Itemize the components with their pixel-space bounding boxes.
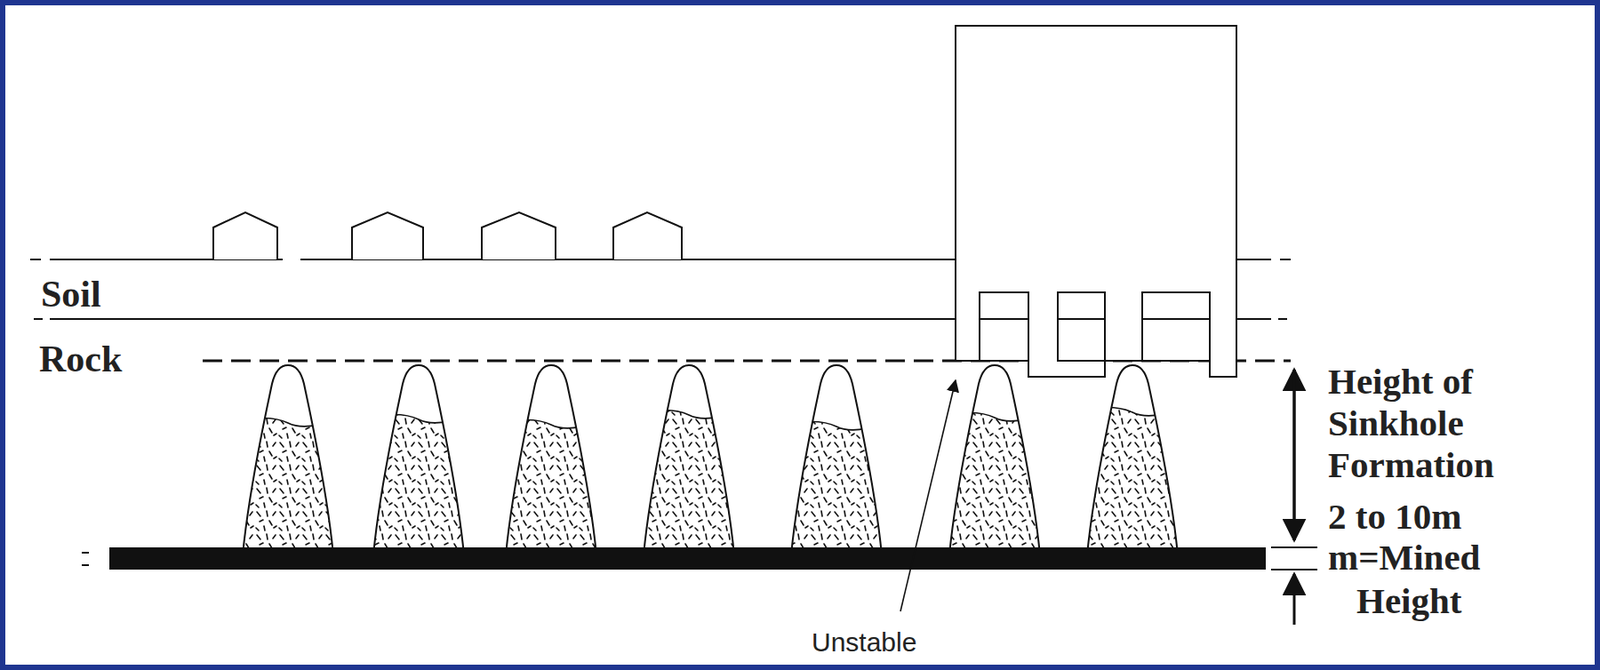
- coal-pillar: [497, 365, 605, 569]
- collapsed-rubble: [635, 409, 743, 569]
- dimension-value: 2 to 10m: [1328, 496, 1462, 537]
- coal-pillar: [234, 365, 342, 569]
- dimension-note: Height: [1356, 581, 1462, 622]
- coal-pillar: [941, 365, 1048, 569]
- house: [213, 212, 278, 260]
- coal-seam: [81, 547, 1266, 570]
- dimension-label: Sinkhole: [1328, 403, 1464, 444]
- layer-label: Soil: [40, 273, 102, 315]
- houses: [213, 212, 682, 260]
- house: [613, 212, 682, 260]
- coal-pillars: [234, 365, 1186, 569]
- coal-pillar: [783, 365, 890, 569]
- leader-line: [900, 380, 956, 612]
- coal-pillar: [365, 365, 472, 569]
- height-dimension: [1271, 369, 1318, 625]
- dimension-label: Height of: [1328, 361, 1473, 402]
- house: [481, 212, 556, 260]
- collapsed-rubble: [1079, 407, 1186, 569]
- large-building: [955, 25, 1237, 377]
- soil-rock-boundary: [33, 318, 1288, 320]
- dimension-note: m=Mined: [1328, 537, 1480, 578]
- callout-label: Unstable: [811, 627, 917, 657]
- coal-pillar: [635, 365, 743, 569]
- house: [352, 212, 424, 260]
- coal-pillar: [1079, 365, 1186, 569]
- layer-label: Rock: [39, 338, 122, 380]
- dimension-label: Formation: [1328, 445, 1495, 486]
